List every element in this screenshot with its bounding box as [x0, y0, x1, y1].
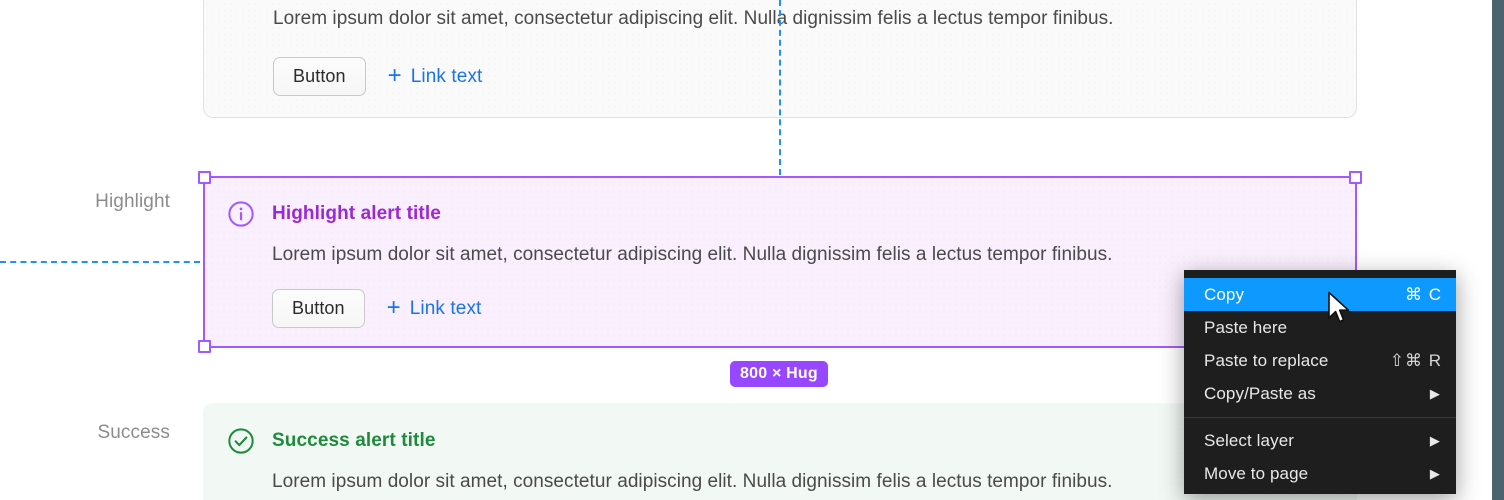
- submenu-arrow-icon: ▶: [1429, 433, 1440, 448]
- horizontal-guide: [0, 261, 200, 263]
- menu-item-shortcut: ⌘ C: [1405, 284, 1442, 304]
- alert-link-label-highlight: Link text: [409, 297, 482, 319]
- info-circle-icon: [227, 200, 255, 228]
- menu-item-copy[interactable]: Copy ⌘ C: [1184, 278, 1456, 311]
- menu-item-label: Paste to replace: [1204, 350, 1329, 370]
- right-panel-strip: [1492, 0, 1504, 500]
- alert-link-neutral[interactable]: + Link text: [387, 61, 483, 89]
- alert-button-highlight[interactable]: Button: [272, 289, 365, 328]
- menu-item-move-to-page[interactable]: Move to page ▶: [1184, 457, 1456, 490]
- plus-icon: +: [387, 61, 402, 89]
- alert-body-neutral: Lorem ipsum dolor sit amet, consectetur …: [273, 8, 1114, 29]
- submenu-arrow-icon: ▶: [1429, 466, 1440, 481]
- menu-item-label: Copy/Paste as: [1204, 383, 1316, 403]
- size-badge: 800 × Hug: [730, 361, 828, 387]
- menu-item-label: Paste here: [1204, 317, 1288, 337]
- plus-icon: +: [386, 293, 401, 321]
- menu-item-label: Move to page: [1204, 463, 1309, 483]
- alert-link-highlight[interactable]: + Link text: [386, 293, 482, 321]
- alert-button-neutral[interactable]: Button: [273, 57, 366, 96]
- menu-item-label: Select layer: [1204, 430, 1295, 450]
- alert-actions-highlight: Button + Link text: [272, 289, 481, 328]
- submenu-arrow-icon: ▶: [1429, 386, 1440, 401]
- vertical-guide: [779, 0, 781, 175]
- menu-item-paste-to-replace[interactable]: Paste to replace ⇧⌘ R: [1184, 344, 1456, 377]
- alert-card-highlight[interactable]: Highlight alert title Lorem ipsum dolor …: [203, 176, 1357, 348]
- menu-item-paste-here[interactable]: Paste here: [1184, 311, 1456, 344]
- check-circle-icon: [227, 427, 255, 455]
- menu-item-shortcut: ⇧⌘ R: [1389, 350, 1442, 370]
- menu-separator: [1184, 417, 1456, 418]
- menu-item-copy-paste-as[interactable]: Copy/Paste as ▶: [1184, 377, 1456, 410]
- alert-title-success: Success alert title: [272, 430, 436, 451]
- alert-link-label-neutral: Link text: [410, 65, 483, 87]
- alert-card-success[interactable]: Success alert title Lorem ipsum dolor si…: [203, 403, 1357, 500]
- alert-body-highlight: Lorem ipsum dolor sit amet, consectetur …: [272, 244, 1113, 265]
- menu-item-label: Copy: [1204, 284, 1245, 304]
- alert-title-highlight: Highlight alert title: [272, 203, 441, 224]
- alert-body-success: Lorem ipsum dolor sit amet, consectetur …: [272, 471, 1113, 492]
- row-label-success: Success: [97, 422, 170, 443]
- alert-actions-neutral: Button + Link text: [273, 57, 482, 96]
- context-menu[interactable]: Copy ⌘ C Paste here Paste to replace ⇧⌘ …: [1184, 270, 1456, 494]
- menu-item-select-layer[interactable]: Select layer ▶: [1184, 424, 1456, 457]
- row-label-highlight: Highlight: [95, 191, 170, 212]
